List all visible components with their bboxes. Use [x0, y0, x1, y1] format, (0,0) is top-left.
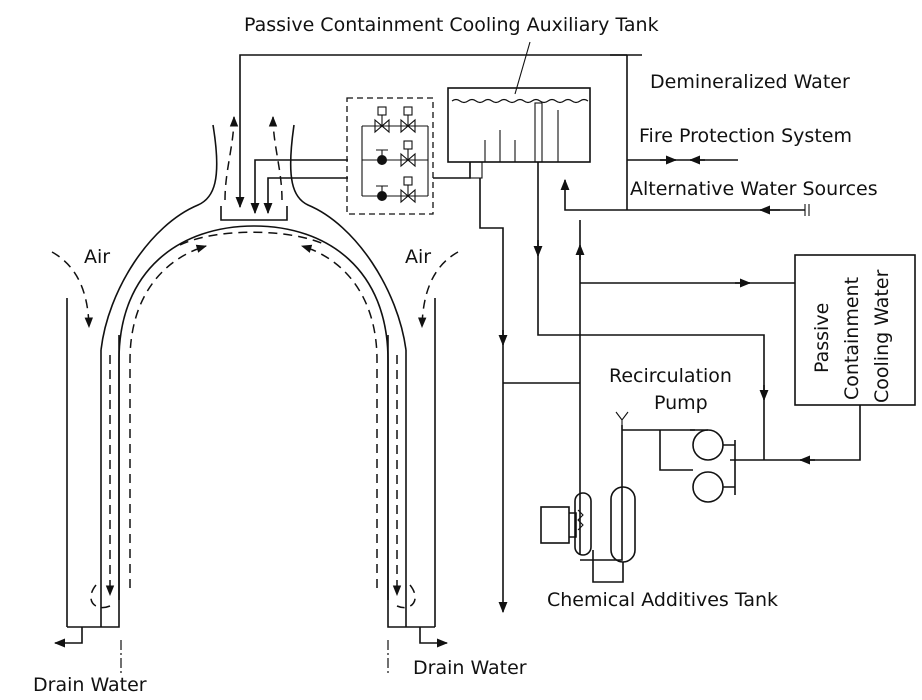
airflow-up-right	[300, 244, 378, 588]
label-recirc-pump-2: Pump	[654, 392, 708, 414]
supply-line-top	[235, 54, 627, 209]
label-pccw-line1: Passive	[811, 303, 833, 373]
alt-sources-line	[560, 178, 805, 211]
valve-row-3	[362, 176, 428, 204]
shield-chimney-left	[100, 124, 218, 351]
airflow-up-left	[129, 244, 208, 588]
chemical-heater	[574, 492, 592, 556]
label-alternative-sources: Alternative Water Sources	[630, 178, 878, 200]
label-pccw-tank: Passive Containment Cooling Water	[811, 269, 893, 403]
label-pccw-line2: Containment	[841, 277, 863, 400]
shield-building	[51, 115, 459, 675]
label-chemical-tank: Chemical Additives Tank	[547, 589, 778, 611]
makeup-lines	[560, 54, 810, 216]
label-demineralized-water: Demineralized Water	[650, 71, 850, 93]
chemical-additives	[540, 486, 636, 583]
tank-water-surface	[451, 98, 589, 104]
tank-drain-line	[479, 178, 508, 614]
label-pccw-line3: Cooling Water	[871, 269, 893, 403]
label-air-left: Air	[84, 246, 110, 268]
drain-pipe-left	[53, 627, 83, 648]
recirculation-piping	[479, 162, 861, 614]
label-recirc-pump-1: Recirculation	[609, 365, 732, 387]
tank-leader-line	[514, 41, 531, 95]
water-distribution-bucket	[220, 206, 288, 221]
valve-rack	[346, 97, 471, 215]
airflow-exhaust-right	[268, 115, 283, 201]
shield-outer-wall-right	[387, 298, 436, 628]
auxiliary-tank	[447, 41, 591, 179]
valve-row-1	[362, 106, 428, 134]
pccw-tank-body	[794, 254, 916, 406]
shield-outer-wall-left	[66, 298, 120, 628]
label-air-right: Air	[405, 246, 431, 268]
airflow-exhaust-left	[224, 115, 239, 201]
airflow-turn-right	[396, 584, 416, 609]
valve-rack-enclosure	[346, 97, 434, 215]
pccw-return-line	[730, 405, 861, 461]
tank-outlet-line	[537, 162, 765, 460]
pump-1	[692, 429, 724, 461]
recirculation-pumps	[580, 411, 736, 561]
label-auxiliary-tank: Passive Containment Cooling Auxiliary Ta…	[244, 14, 659, 36]
valve-rack-feed	[433, 162, 471, 179]
supply-line-valve-1	[250, 159, 348, 215]
label-fire-protection: Fire Protection System	[639, 125, 852, 147]
valve-row-2	[362, 140, 428, 168]
pccw-storage-tank	[794, 254, 916, 406]
label-drain-right: Drain Water	[413, 657, 527, 679]
auxiliary-tank-body	[447, 87, 591, 163]
shield-chimney-right	[289, 124, 407, 351]
pump-2	[692, 471, 724, 503]
airflow-inlet-right	[418, 251, 459, 329]
airflow-inlet-left	[51, 251, 93, 329]
drain-pipe-right	[419, 627, 449, 648]
chemical-mixer-motor	[540, 506, 570, 544]
supply-piping	[235, 54, 627, 215]
chemical-tank-body	[610, 486, 636, 563]
supply-line-valve-2	[263, 177, 348, 215]
tank-internal-pipe	[534, 102, 543, 163]
label-drain-left: Drain Water	[33, 674, 147, 696]
airflow-turn-left	[90, 584, 111, 609]
containment-vessel-inner	[118, 225, 389, 600]
